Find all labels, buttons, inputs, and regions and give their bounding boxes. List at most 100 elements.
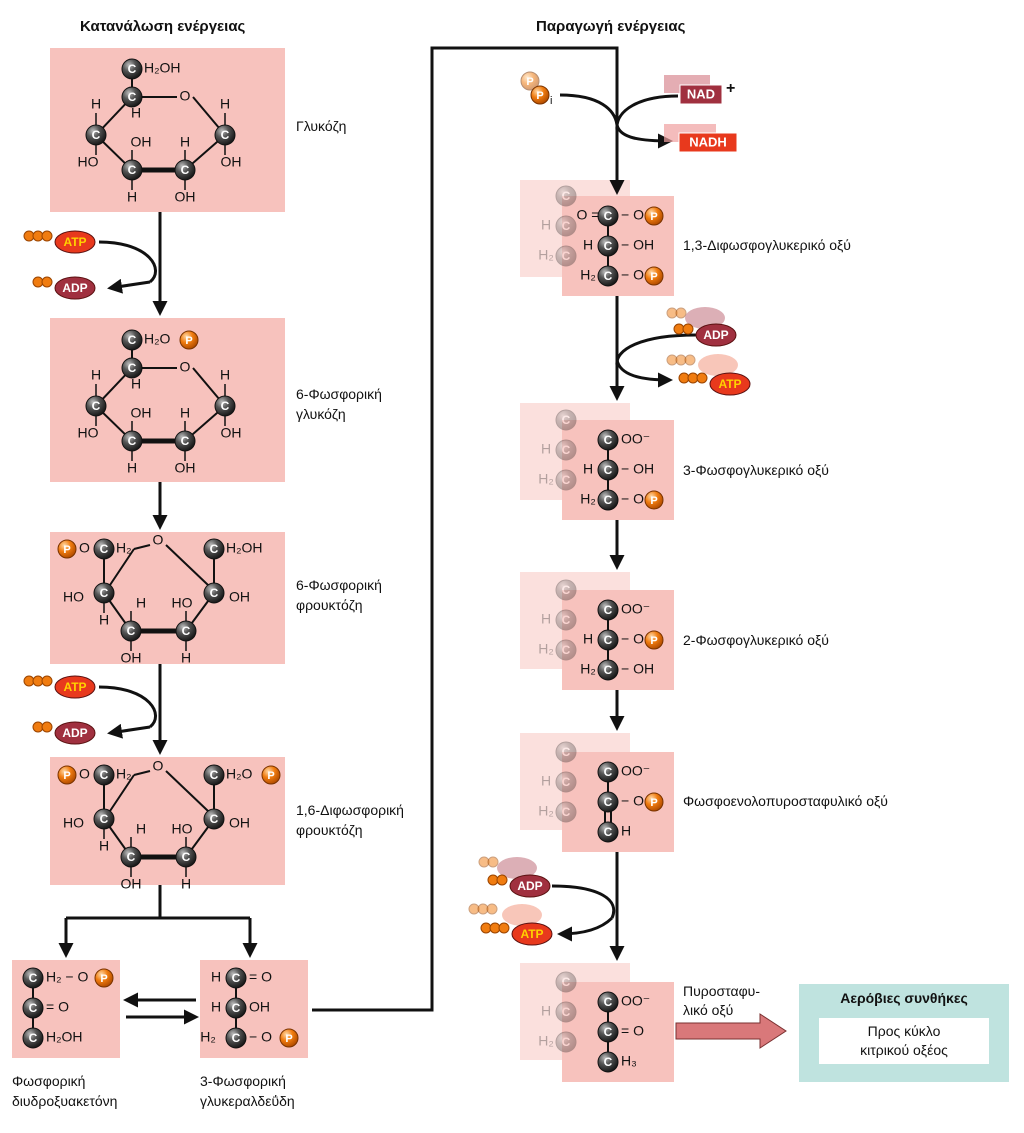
nadh-box — [678, 132, 738, 153]
atp-cofactor: ATP — [23, 675, 96, 699]
citric-cycle-line2: κιτρικού οξέος — [860, 1042, 948, 1058]
atom-label: OH — [175, 189, 196, 205]
carbon-symbol: C — [182, 850, 191, 864]
carbon-ball — [225, 997, 247, 1019]
adp-cofactor: ADP — [487, 874, 551, 898]
atom-label: H₂ — [580, 661, 596, 677]
carbon-atom: C — [121, 329, 143, 351]
carbon-symbol: C — [562, 219, 571, 233]
carbon-atom: C — [120, 620, 142, 642]
carbon-symbol: C — [128, 62, 137, 76]
phosphate-ball — [57, 539, 77, 559]
phosphate-bead — [498, 922, 510, 934]
atom-label: OH — [131, 134, 152, 150]
atom-label: H — [220, 96, 230, 112]
carbon-atom: C — [597, 235, 619, 257]
carbon-ball — [121, 58, 143, 80]
carbon-ball — [597, 459, 619, 481]
atom-label: OO⁻ — [621, 431, 650, 447]
phosphate-symbol: P — [100, 973, 107, 985]
carbon-atom: C — [555, 609, 577, 631]
label-glucose: Γλυκόζη — [296, 118, 347, 134]
carbon-symbol: C — [604, 269, 613, 283]
atom-label: H — [541, 1003, 551, 1019]
carbon-symbol: C — [562, 443, 571, 457]
phosphate-ball — [57, 765, 77, 785]
atom-label: H₂ — [580, 491, 596, 507]
carbon-atom: C — [597, 821, 619, 843]
phosphate-symbol: P — [285, 1033, 292, 1045]
carbon-ball — [225, 1027, 247, 1049]
atom-label: H₂ — [580, 267, 596, 283]
carbon-atom: C — [203, 764, 225, 786]
carbon-atom: C — [597, 629, 619, 651]
adp-pill-shape — [54, 721, 96, 745]
carbon-atom: C — [93, 764, 115, 786]
carbon-ball — [597, 991, 619, 1013]
label-g6p-line2: γλυκόζη — [296, 406, 346, 422]
atom-label: OH — [229, 815, 250, 831]
carbon-ball — [555, 215, 577, 237]
phosphate-bead — [41, 230, 53, 242]
phosphate-bead — [486, 903, 498, 915]
carbon-ball — [597, 489, 619, 511]
carbon-atom: C — [597, 761, 619, 783]
carbon-ball — [597, 235, 619, 257]
carbon-symbol: C — [210, 812, 219, 826]
carbon-symbol: C — [210, 586, 219, 600]
atp-pill: ATP — [511, 922, 553, 946]
carbon-symbol: C — [604, 765, 613, 779]
atom-label: H₂OH — [46, 1029, 83, 1045]
label-pep: Φωσφοενολοπυροσταφυλικό οξύ — [683, 793, 888, 809]
carbon-ball — [203, 808, 225, 830]
phosphate-ball — [644, 792, 664, 812]
carbon-ball — [22, 997, 44, 1019]
phosphate-bead — [41, 276, 53, 288]
atom-label: H₂ — [116, 766, 132, 782]
phosphate-ball — [179, 330, 199, 350]
phosphate-symbol: P — [536, 90, 543, 102]
carbon-atom: C — [203, 582, 225, 604]
carbon-symbol: C — [604, 239, 613, 253]
carbon-atom: C — [597, 991, 619, 1013]
label-g3p-line1: 3-Φωσφορική — [200, 1073, 286, 1089]
carbon-symbol: C — [128, 163, 137, 177]
phosphate-symbol: P — [63, 770, 70, 782]
label-g3p-line2: γλυκεραλδεΰδη — [200, 1093, 295, 1109]
atp-ghost-group — [666, 354, 738, 376]
carbon-atom: C — [121, 58, 143, 80]
carbon-symbol: C — [221, 128, 230, 142]
adp-ghost-group-2 — [478, 856, 537, 879]
carbon-ball — [555, 1001, 577, 1023]
carbon-ball — [121, 329, 143, 351]
atom-label: = O — [621, 1023, 644, 1039]
carbon-ball — [597, 1051, 619, 1073]
carbon-symbol: C — [127, 624, 136, 638]
atom-label: − OH — [621, 661, 654, 677]
carbon-symbol: C — [181, 163, 190, 177]
atom-label: HO — [78, 425, 99, 441]
label-f16bp-line1: 1,6-Διφωσφορική — [296, 802, 404, 818]
atom-label: OH — [221, 425, 242, 441]
carbon-symbol: C — [604, 433, 613, 447]
carbon-symbol: C — [562, 583, 571, 597]
carbon-ball — [93, 538, 115, 560]
bond — [109, 774, 135, 812]
phosphate-ball — [261, 765, 281, 785]
carbon-symbol: C — [562, 775, 571, 789]
carbon-atom: C — [175, 846, 197, 868]
label-f6p-line1: 6-Φωσφορική — [296, 577, 382, 593]
carbon-atom: C — [555, 409, 577, 431]
carbon-ball — [597, 659, 619, 681]
carbon-ball — [555, 439, 577, 461]
carbon-atom: C — [555, 215, 577, 237]
atom-label: O — [180, 88, 191, 104]
atom-label: − OH — [621, 237, 654, 253]
atom-label: H — [541, 773, 551, 789]
carbon-atom: C — [597, 205, 619, 227]
carbon-ball — [597, 761, 619, 783]
carbon-ball — [555, 609, 577, 631]
phosphate-symbol: P — [650, 271, 657, 283]
carbon-ball — [203, 764, 225, 786]
